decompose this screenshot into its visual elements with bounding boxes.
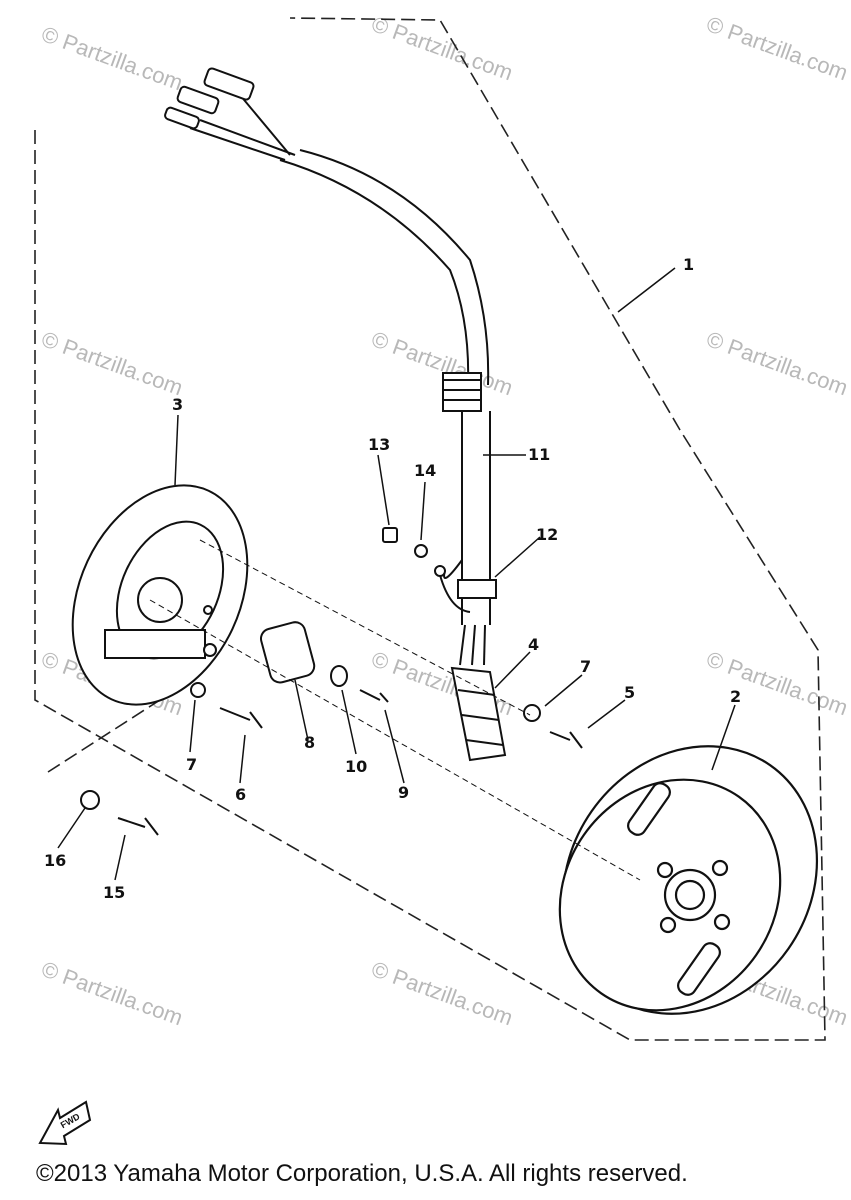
alignment-lines bbox=[149, 539, 641, 881]
callout-9: 9 bbox=[398, 783, 409, 802]
fwd-arrow-icon: FWD bbox=[38, 1100, 92, 1146]
callout-6: 6 bbox=[235, 785, 246, 804]
flywheel-rotor bbox=[558, 745, 819, 1015]
leader-lines bbox=[57, 267, 736, 881]
watermark: © Partzilla.com bbox=[703, 11, 851, 85]
callout-12: 12 bbox=[536, 525, 558, 544]
watermark: © Partzilla.com bbox=[703, 646, 851, 720]
wire-harness bbox=[164, 67, 497, 666]
callout-7a: 7 bbox=[186, 755, 197, 774]
callout-5: 5 bbox=[624, 683, 635, 702]
small-hardware bbox=[80, 527, 583, 836]
callout-4: 4 bbox=[528, 635, 539, 654]
stator-plate bbox=[71, 484, 249, 706]
copyright-text: ©2013 Yamaha Motor Corporation, U.S.A. A… bbox=[36, 1160, 688, 1187]
callout-13: 13 bbox=[368, 435, 390, 454]
callout-11: 11 bbox=[528, 445, 550, 464]
watermark: © Partzilla.com bbox=[703, 326, 851, 400]
assembly-boundary bbox=[34, 17, 826, 1041]
callout-2: 2 bbox=[730, 687, 741, 706]
callouts: 1 2 3 4 5 6 7 7 8 9 10 11 12 13 14 15 16 bbox=[44, 255, 741, 902]
callout-3: 3 bbox=[172, 395, 183, 414]
pickup-coil bbox=[450, 666, 507, 762]
callout-8: 8 bbox=[304, 733, 315, 752]
callout-1: 1 bbox=[683, 255, 694, 274]
watermark: © Partzilla.com bbox=[38, 956, 186, 1030]
callout-15: 15 bbox=[103, 883, 125, 902]
callout-14: 14 bbox=[414, 461, 436, 480]
callout-10: 10 bbox=[345, 757, 367, 776]
watermark: © Partzilla.com bbox=[38, 326, 186, 400]
callout-16: 16 bbox=[44, 851, 66, 870]
watermark: © Partzilla.com bbox=[38, 21, 186, 95]
watermark: © Partzilla.com bbox=[368, 956, 516, 1030]
callout-7b: 7 bbox=[580, 657, 591, 676]
